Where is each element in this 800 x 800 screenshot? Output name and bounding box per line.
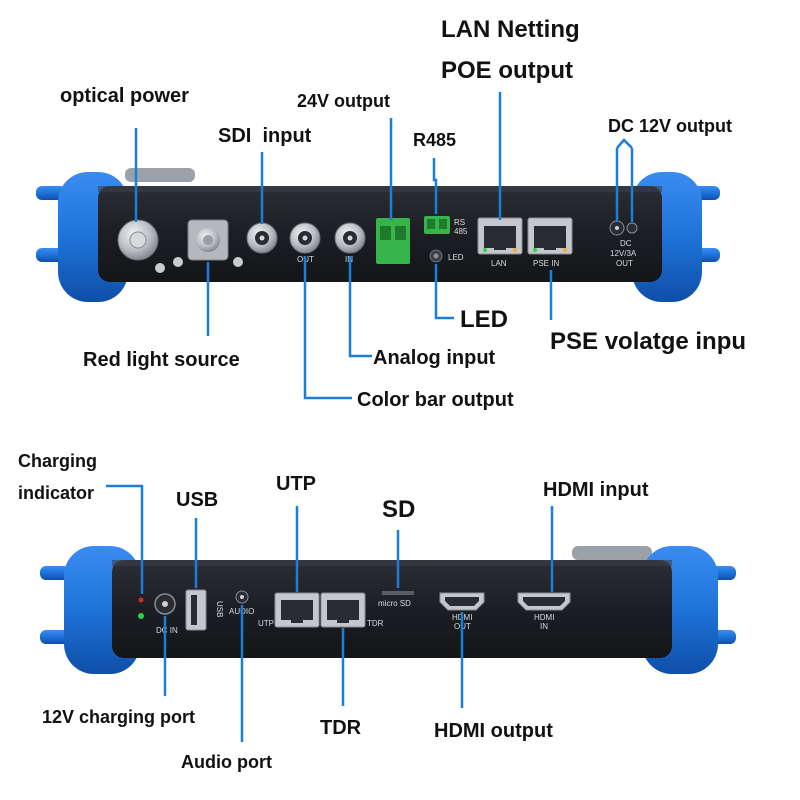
port-text-led: LED (448, 253, 464, 262)
port-text-dc-1: DC (620, 239, 632, 248)
bottom-leader-lines (106, 484, 554, 742)
label-charging-indicator-2: indicator (18, 483, 95, 503)
red-light-connector (173, 219, 243, 267)
label-optical-power: optical power (60, 85, 189, 107)
port-text-utp: UTP (258, 619, 274, 628)
port-text-lan: LAN (491, 259, 507, 268)
port-text-rs485-2: 485 (454, 227, 468, 236)
utp-rj45-port (274, 592, 320, 628)
label-usb: USB (176, 489, 219, 511)
analog-bnc-port (334, 222, 366, 254)
charging-indicator-leds (138, 597, 144, 619)
leader-charging-indicator (106, 484, 144, 594)
led-light (429, 249, 443, 263)
top-knob (125, 168, 195, 182)
label-r485: R485 (413, 130, 457, 150)
hdmi-input-port (517, 592, 571, 611)
label-24v-output: 24V output (297, 91, 390, 111)
bottom-device-body (112, 560, 672, 658)
tdr-rj45-port (320, 592, 366, 628)
port-text-dc-3: OUT (616, 259, 633, 268)
label-red-light-source: Red light source (83, 349, 240, 371)
label-audio-port: Audio port (181, 752, 272, 772)
label-poe-output: POE output (441, 57, 573, 84)
sdi-bnc-port (246, 222, 278, 254)
label-tdr: TDR (320, 717, 362, 739)
port-text-hdmi-in-2: IN (540, 622, 548, 631)
leader-led (434, 264, 454, 320)
port-text-usb: USB (215, 601, 224, 617)
label-charging-indicator-1: Charging (18, 451, 97, 471)
label-dc-12v-output: DC 12V output (608, 116, 732, 136)
terminal-24v (376, 218, 410, 264)
label-sd: SD (382, 496, 416, 523)
top-leader-lines (134, 92, 634, 400)
leader-dc12v-top (616, 138, 633, 149)
micro-sd-slot (382, 591, 414, 595)
hdmi-output-port (439, 592, 485, 611)
label-color-bar-output: Color bar output (357, 389, 514, 411)
leader-analog-input (348, 256, 372, 358)
port-text-rs485-1: RS (454, 218, 465, 227)
label-12v-charging-port: 12V charging port (42, 707, 196, 727)
dc-12v-output-jack (609, 220, 638, 236)
colorbar-bnc-port (289, 222, 321, 254)
label-led: LED (460, 306, 508, 333)
usb-port (185, 589, 207, 631)
lan-rj45-port (477, 217, 523, 255)
audio-jack (235, 590, 249, 604)
dc-in-jack (154, 593, 176, 615)
top-device: OUT IN RS 485 LED LAN PSE IN DC 12V/3A O… (36, 168, 720, 302)
label-lan-netting: LAN Netting (441, 16, 580, 43)
port-text-dc-in: DC IN (156, 626, 178, 635)
label-utp: UTP (276, 473, 316, 495)
leader-r485 (432, 158, 438, 214)
bottom-knob (572, 546, 652, 560)
optical-power-connector (117, 219, 165, 273)
port-text-dc-2: 12V/3A (610, 249, 637, 258)
terminal-rs485 (424, 216, 450, 234)
port-text-hdmi-in-1: HDMI (534, 613, 554, 622)
port-text-micro-sd: micro SD (378, 599, 411, 608)
port-text-pse-in: PSE IN (533, 259, 559, 268)
leader-color-bar (303, 256, 352, 400)
bottom-device: DC IN USB AUDIO UTP TDR micro SD HDMI OU… (40, 546, 736, 674)
label-sdi-input: SDI input (218, 125, 312, 147)
label-hdmi-input: HDMI input (543, 479, 649, 501)
label-hdmi-output: HDMI output (434, 720, 553, 742)
pse-rj45-port (527, 217, 573, 255)
label-analog-input: Analog input (373, 347, 496, 369)
port-text-tdr: TDR (367, 619, 384, 628)
label-pse-input: PSE volatge inpu (550, 328, 747, 355)
